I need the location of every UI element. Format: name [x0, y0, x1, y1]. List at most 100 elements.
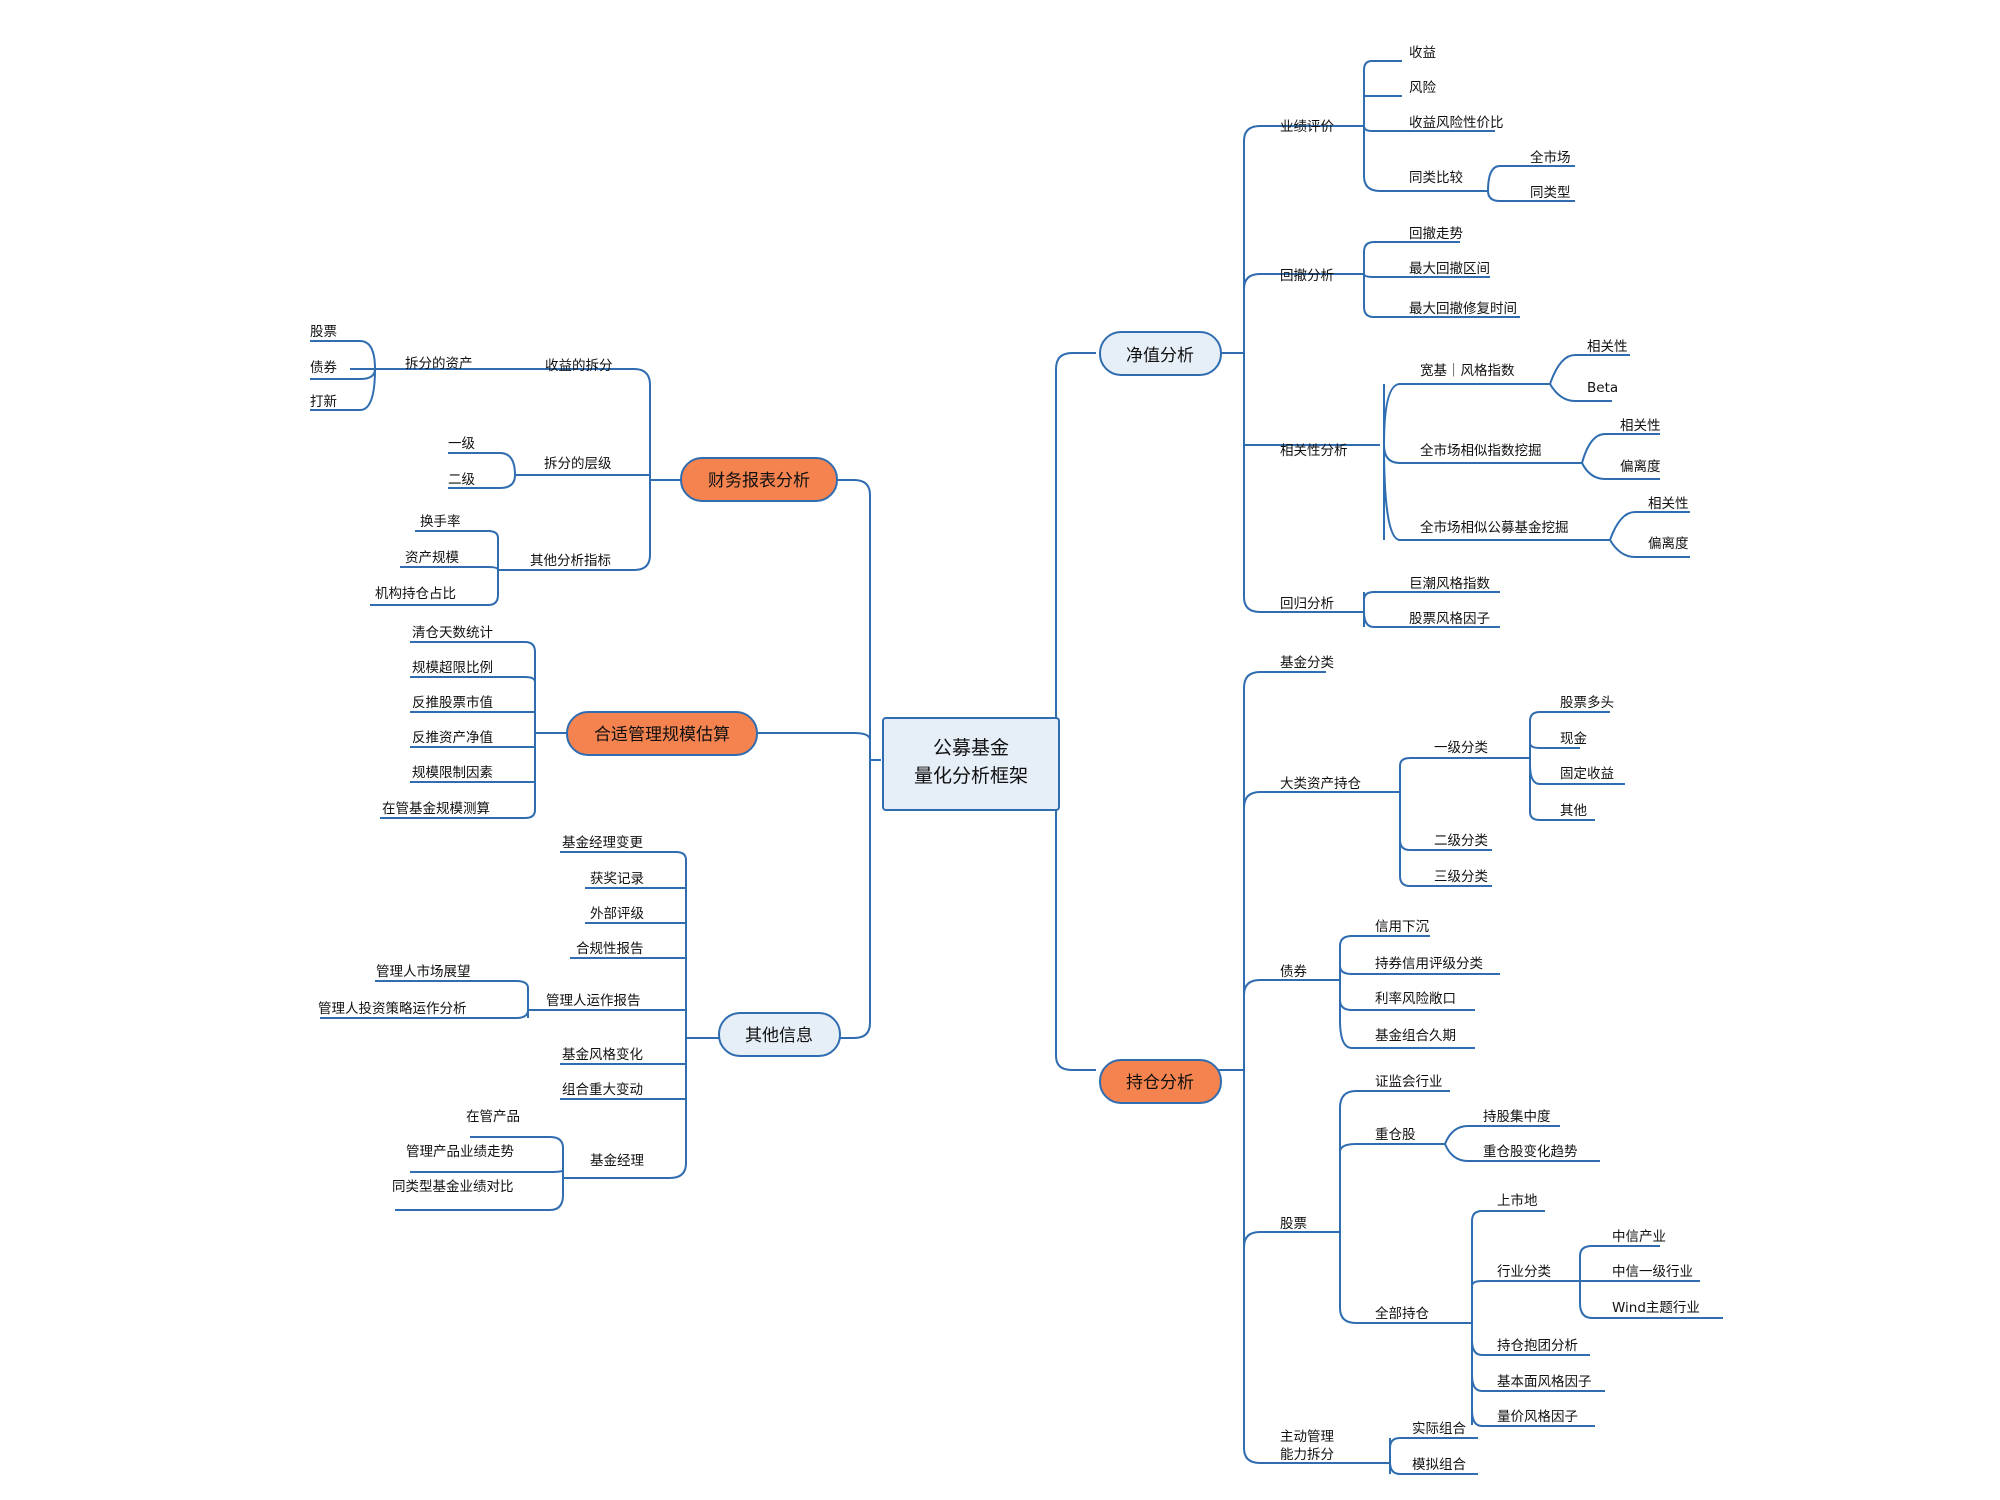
topic-tongleixing[interactable]: 同类型 — [1530, 185, 1571, 201]
topic-qingcang[interactable]: 清仓天数统计 — [412, 625, 493, 641]
topic-caiwu-zhaiquan[interactable]: 债券 — [310, 360, 337, 376]
topic-dalei[interactable]: 大类资产持仓 — [1280, 776, 1361, 792]
topic-zuida[interactable]: 最大回撤区间 — [1409, 261, 1490, 277]
topic-chicang-qita[interactable]: 其他 — [1560, 803, 1587, 819]
topic-caiwu-erji[interactable]: 二级 — [448, 472, 475, 488]
topic-xg2[interactable]: 相关性 — [1620, 418, 1661, 434]
topic-cengji[interactable]: 拆分的层级 — [544, 456, 612, 472]
node-caiwu[interactable]: 财务报表分析 — [680, 457, 838, 502]
topic-gupiaofengge[interactable]: 股票风格因子 — [1409, 611, 1490, 627]
topic-jiuqi[interactable]: 基金组合久期 — [1375, 1027, 1456, 1044]
topic-quanbu[interactable]: 全部持仓 — [1375, 1305, 1429, 1322]
topic-huigui[interactable]: 回归分析 — [1280, 595, 1334, 612]
node-qita-label: 其他信息 — [745, 1026, 813, 1046]
topic-fengxian[interactable]: 风险 — [1409, 80, 1437, 96]
topic-zichanguimo[interactable]: 资产规模 — [405, 550, 459, 566]
topic-quanshichang[interactable]: 全市场 — [1530, 149, 1571, 166]
topic-zhanwang[interactable]: 管理人市场展望 — [376, 963, 471, 980]
topic-jibenmian[interactable]: 基本面风格因子 — [1497, 1373, 1592, 1390]
topic-zhaiquan[interactable]: 债券 — [1280, 964, 1308, 980]
topic-duibi[interactable]: 同类型基金业绩对比 — [392, 1178, 514, 1195]
node-chicang-label: 持仓分析 — [1126, 1073, 1194, 1093]
topic-biandong[interactable]: 组合重大变动 — [562, 1082, 643, 1098]
topic-hegui[interactable]: 合规性报告 — [576, 941, 644, 957]
topic-jingli[interactable]: 基金经理 — [590, 1152, 644, 1169]
topic-yeji[interactable]: 业绩评价 — [1280, 119, 1334, 135]
topic-qitazhibiao[interactable]: 其他分析指标 — [530, 553, 611, 569]
topic-daxin[interactable]: 打新 — [310, 393, 337, 410]
topic-tonglei[interactable]: 同类比较 — [1409, 170, 1463, 186]
center-node[interactable]: 公募基金 量化分析框架 — [882, 717, 1060, 811]
topic-shiji[interactable]: 实际组合 — [1412, 1421, 1466, 1437]
topic-pld2[interactable]: 偏离度 — [1648, 535, 1689, 552]
topic-erji[interactable]: 二级分类 — [1434, 833, 1488, 849]
topic-xiangguan[interactable]: 相关性分析 — [1280, 443, 1348, 459]
topic-zhongxinyiji[interactable]: 中信一级行业 — [1612, 1264, 1693, 1280]
topic-lilv[interactable]: 利率风险敞口 — [1375, 990, 1456, 1007]
topic-xg1[interactable]: 相关性 — [1587, 339, 1628, 355]
topic-xianjin[interactable]: 现金 — [1560, 731, 1588, 747]
topic-waibu[interactable]: 外部评级 — [590, 906, 644, 922]
topic-hangye[interactable]: 行业分类 — [1497, 1264, 1551, 1280]
topic-huanshou[interactable]: 换手率 — [420, 513, 461, 530]
topic-zhudong-line2[interactable]: 能力拆分 — [1280, 1447, 1334, 1463]
topic-zaiguan[interactable]: 在管产品 — [466, 1109, 520, 1125]
topic-biangeng[interactable]: 基金经理变更 — [562, 834, 643, 851]
topic-caiwu-yiji[interactable]: 一级 — [448, 436, 475, 452]
topic-kuanji[interactable]: 宽基｜风格指数 — [1420, 362, 1515, 379]
topic-xingjiabi[interactable]: 收益风险性价比 — [1409, 115, 1504, 131]
topic-pld1[interactable]: 偏离度 — [1620, 458, 1661, 475]
topic-liangjia[interactable]: 量价风格因子 — [1497, 1409, 1578, 1425]
topic-beta[interactable]: Beta — [1587, 380, 1618, 396]
branch-jingzhi: 业绩评价 收益 风险 收益风险性价比 同类比较 全市场 同类型 回撤分析 回撤走… — [1280, 45, 1689, 627]
topic-xg3[interactable]: 相关性 — [1648, 496, 1689, 512]
topic-huichezoushi[interactable]: 回撤走势 — [1409, 226, 1463, 242]
topic-yiji[interactable]: 一级分类 — [1434, 740, 1488, 756]
topic-gupiaoshizhi[interactable]: 反推股票市值 — [412, 694, 493, 711]
topic-cesuan[interactable]: 在管基金规模测算 — [382, 800, 490, 817]
topic-shouyichaifen[interactable]: 收益的拆分 — [545, 358, 613, 374]
topic-jijinfenlei[interactable]: 基金分类 — [1280, 654, 1334, 671]
topic-gupiaoduotou[interactable]: 股票多头 — [1560, 694, 1614, 711]
node-guimo[interactable]: 合适管理规模估算 — [566, 711, 758, 756]
topic-shangshi[interactable]: 上市地 — [1497, 1192, 1538, 1209]
topic-quansc-jijin[interactable]: 全市场相似公募基金挖掘 — [1420, 519, 1569, 536]
node-jingzhi[interactable]: 净值分析 — [1099, 331, 1222, 376]
topic-chaoxian[interactable]: 规模超限比例 — [412, 660, 493, 676]
topic-zhengjianhui[interactable]: 证监会行业 — [1375, 1074, 1443, 1090]
topic-zichanjingzhi[interactable]: 反推资产净值 — [412, 730, 493, 746]
topic-huojiang[interactable]: 获奖记录 — [590, 870, 644, 887]
topic-shouyi[interactable]: 收益 — [1409, 45, 1436, 61]
topic-fengge[interactable]: 基金风格变化 — [562, 1046, 643, 1063]
topic-moni[interactable]: 模拟组合 — [1412, 1457, 1466, 1473]
node-chicang[interactable]: 持仓分析 — [1099, 1059, 1222, 1104]
topic-chaifenzichan[interactable]: 拆分的资产 — [405, 356, 473, 372]
topic-zhongcang[interactable]: 重仓股 — [1375, 1127, 1416, 1143]
topic-jizhong[interactable]: 持股集中度 — [1483, 1109, 1551, 1125]
topic-xinyong[interactable]: 信用下沉 — [1375, 919, 1429, 935]
topic-zhongxin[interactable]: 中信产业 — [1612, 1229, 1666, 1245]
node-qita[interactable]: 其他信息 — [718, 1012, 841, 1057]
topic-caiwu-gupiao[interactable]: 股票 — [310, 324, 337, 340]
topic-bianhua[interactable]: 重仓股变化趋势 — [1483, 1144, 1578, 1160]
topic-quansc-zhishu[interactable]: 全市场相似指数挖掘 — [1420, 442, 1542, 459]
topic-chiquan[interactable]: 持券信用评级分类 — [1375, 956, 1483, 972]
topic-yunzuo[interactable]: 管理人运作报告 — [546, 993, 641, 1009]
topic-gudingshouyi[interactable]: 固定收益 — [1560, 766, 1614, 782]
topic-xiufu[interactable]: 最大回撤修复时间 — [1409, 300, 1517, 317]
connectors — [310, 60, 1723, 1475]
topic-huiche[interactable]: 回撤分析 — [1280, 268, 1334, 284]
topic-gupiao[interactable]: 股票 — [1280, 1216, 1307, 1232]
topic-zhudong-line1[interactable]: 主动管理 — [1280, 1429, 1334, 1445]
topic-celue[interactable]: 管理人投资策略运作分析 — [318, 1000, 467, 1017]
branch-caiwu: 收益的拆分 拆分的资产 股票 债券 打新 拆分的层级 一级 二级 其他分析指标 … — [310, 324, 613, 602]
branch-chicang: 基金分类 大类资产持仓 一级分类 股票多头 现金 固定收益 其他 二级分类 三级… — [1280, 654, 1700, 1473]
topic-jigou[interactable]: 机构持仓占比 — [375, 586, 456, 602]
topic-sanji[interactable]: 三级分类 — [1434, 869, 1488, 885]
topic-baotuan[interactable]: 持仓抱团分析 — [1497, 1338, 1578, 1354]
topic-wind[interactable]: Wind主题行业 — [1612, 1300, 1700, 1316]
branch-qita: 基金经理变更 获奖记录 外部评级 合规性报告 管理人运作报告 管理人市场展望 管… — [318, 834, 644, 1195]
topic-yejizoushi[interactable]: 管理产品业绩走势 — [406, 1144, 514, 1160]
topic-xianzhi[interactable]: 规模限制因素 — [412, 765, 493, 781]
topic-juchao[interactable]: 巨潮风格指数 — [1409, 576, 1490, 592]
